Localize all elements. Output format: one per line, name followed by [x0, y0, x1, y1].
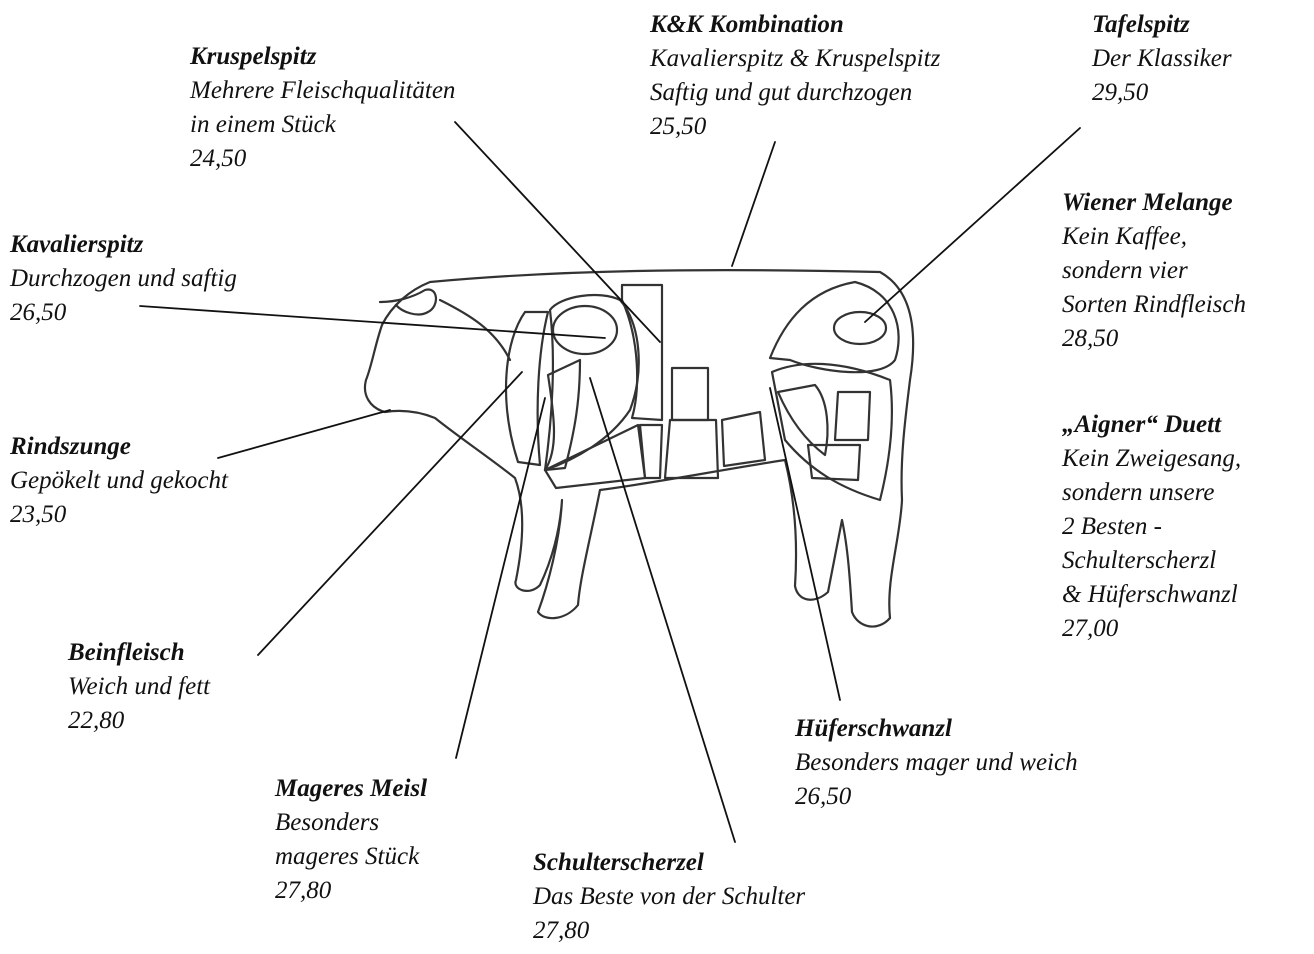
schulterscherzel-desc-1: Das Beste von der Schulter — [533, 880, 805, 914]
kruspelspitz-desc-1: Mehrere Fleischqualitäten — [190, 74, 455, 108]
tafelspitz-title: Tafelspitz — [1092, 8, 1232, 42]
label-schulterscherzel: Schulterscherzel Das Beste von der Schul… — [533, 846, 805, 948]
label-beinfleisch: Beinfleisch Weich und fett 22,80 — [68, 636, 210, 738]
wiener-melange-desc-2: sondern vier — [1062, 254, 1246, 288]
kavalierspitz-desc-1: Durchzogen und saftig — [10, 262, 237, 296]
kk-kombination-title: K&K Kombination — [650, 8, 940, 42]
label-wiener-melange: Wiener Melange Kein Kaffee, sondern vier… — [1062, 186, 1246, 356]
label-aigner-duett: „Aigner“ Duett Kein Zweigesang, sondern … — [1062, 408, 1241, 646]
rindszunge-price: 23,50 — [10, 498, 228, 532]
kruspelspitz-title: Kruspelspitz — [190, 40, 455, 74]
hueferschwanzl-desc-1: Besonders mager und weich — [795, 746, 1078, 780]
aigner-duett-desc-2: sondern unsere — [1062, 476, 1241, 510]
leader-mageres-meisl — [456, 398, 545, 758]
cut-hind-block-2 — [808, 445, 860, 480]
cut-rib-block — [622, 285, 662, 420]
label-kavalierspitz: Kavalierspitz Durchzogen und saftig 26,5… — [10, 228, 237, 330]
aigner-duett-price: 27,00 — [1062, 612, 1241, 646]
aigner-duett-title: „Aigner“ Duett — [1062, 408, 1241, 442]
label-hueferschwanzl: Hüferschwanzl Besonders mager und weich … — [795, 712, 1078, 814]
beinfleisch-title: Beinfleisch — [68, 636, 210, 670]
cow-outline — [365, 270, 913, 626]
beinfleisch-desc-1: Weich und fett — [68, 670, 210, 704]
leader-schulterscherzel — [590, 378, 735, 842]
mageres-meisl-price: 27,80 — [275, 874, 427, 908]
wiener-melange-desc-1: Kein Kaffee, — [1062, 220, 1246, 254]
kk-kombination-price: 25,50 — [650, 110, 940, 144]
kk-kombination-desc-2: Saftig und gut durchzogen — [650, 76, 940, 110]
mageres-meisl-desc-2: mageres Stück — [275, 840, 427, 874]
cut-hind-block-1 — [835, 392, 870, 440]
cut-tafelspitz-shape — [834, 312, 886, 344]
cut-rib-1 — [672, 368, 708, 420]
wiener-melange-price: 28,50 — [1062, 322, 1246, 356]
schulterscherzel-price: 27,80 — [533, 914, 805, 948]
aigner-duett-desc-4: Schulterscherzl — [1062, 544, 1241, 578]
cut-kavalierspitz-shape — [553, 306, 617, 354]
label-kruspelspitz: Kruspelspitz Mehrere Fleischqualitäten i… — [190, 40, 455, 176]
schulterscherzel-title: Schulterscherzel — [533, 846, 805, 880]
aigner-duett-desc-1: Kein Zweigesang, — [1062, 442, 1241, 476]
label-tafelspitz: Tafelspitz Der Klassiker 29,50 — [1092, 8, 1232, 110]
cut-rib-2 — [665, 420, 718, 478]
kruspelspitz-price: 24,50 — [190, 142, 455, 176]
beinfleisch-price: 22,80 — [68, 704, 210, 738]
mageres-meisl-desc-1: Besonders — [275, 806, 427, 840]
hueferschwanzl-title: Hüferschwanzl — [795, 712, 1078, 746]
kavalierspitz-title: Kavalierspitz — [10, 228, 237, 262]
cut-shoulder-outer — [506, 312, 548, 465]
wiener-melange-title: Wiener Melange — [1062, 186, 1246, 220]
tafelspitz-price: 29,50 — [1092, 76, 1232, 110]
aigner-duett-desc-5: & Hüferschwanzl — [1062, 578, 1241, 612]
wiener-melange-desc-3: Sorten Rindfleisch — [1062, 288, 1246, 322]
tafelspitz-desc-1: Der Klassiker — [1092, 42, 1232, 76]
label-kk-kombination: K&K Kombination Kavalierspitz & Kruspels… — [650, 8, 940, 144]
rindszunge-title: Rindszunge — [10, 430, 228, 464]
kavalierspitz-price: 26,50 — [10, 296, 237, 330]
kk-kombination-desc-1: Kavalierspitz & Kruspelspitz — [650, 42, 940, 76]
cut-flank-1 — [722, 412, 765, 466]
leader-kruspelspitz — [455, 122, 660, 342]
leader-tafelspitz — [865, 128, 1080, 322]
mageres-meisl-title: Mageres Meisl — [275, 772, 427, 806]
kruspelspitz-desc-2: in einem Stück — [190, 108, 455, 142]
leader-rindszunge — [218, 410, 390, 458]
rindszunge-desc-1: Gepökelt und gekocht — [10, 464, 228, 498]
aigner-duett-desc-3: 2 Besten - — [1062, 510, 1241, 544]
leader-beinfleisch — [258, 372, 522, 655]
label-mageres-meisl: Mageres Meisl Besonders mageres Stück 27… — [275, 772, 427, 908]
hueferschwanzl-price: 26,50 — [795, 780, 1078, 814]
cut-brisket-1 — [545, 425, 645, 488]
label-rindszunge: Rindszunge Gepökelt und gekocht 23,50 — [10, 430, 228, 532]
leader-kk-kombination — [732, 142, 775, 266]
